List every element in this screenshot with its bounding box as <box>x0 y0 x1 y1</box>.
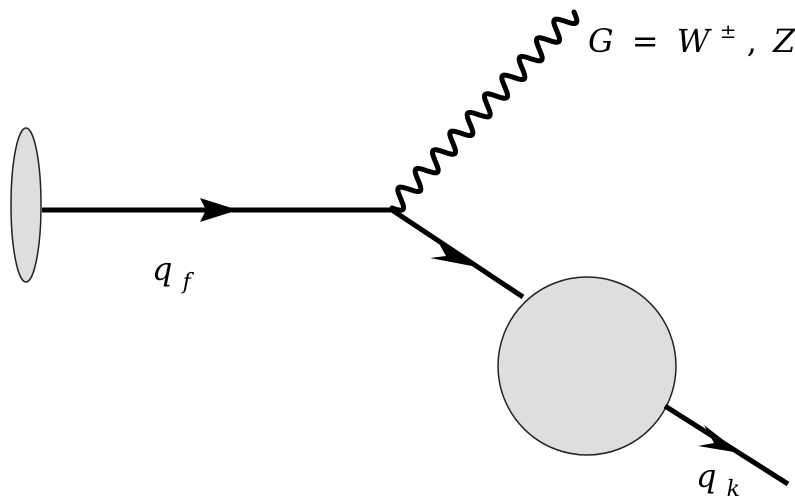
gauge-boson-wavy-line <box>389 9 580 213</box>
boson-label-comma: , <box>747 22 757 60</box>
incoming-quark-label-sub: f <box>181 270 195 295</box>
boson-label-equals: = <box>632 22 659 60</box>
outgoing-quark-label-base: q <box>696 457 716 495</box>
outgoing-quark-label-sub: k <box>727 477 740 499</box>
boson-label-z: Z <box>772 22 795 60</box>
boson-label-g: G <box>588 22 614 60</box>
initial-hadron-blob <box>10 127 42 283</box>
outgoing-quark-arrow <box>430 238 472 266</box>
boson-label: G = W ± , Z 0 <box>588 8 795 60</box>
boson-label-w-sup: ± <box>720 19 737 43</box>
final-quark-arrow <box>698 425 740 453</box>
incoming-quark-label-base: q <box>152 250 172 288</box>
boson-label-w: W <box>677 22 713 60</box>
outgoing-quark-label: q k <box>696 457 740 499</box>
final-state-blob <box>497 276 677 456</box>
incoming-quark-label: q f <box>152 250 195 295</box>
outgoing-quark-line <box>390 207 525 300</box>
incoming-quark-arrow <box>200 198 238 222</box>
